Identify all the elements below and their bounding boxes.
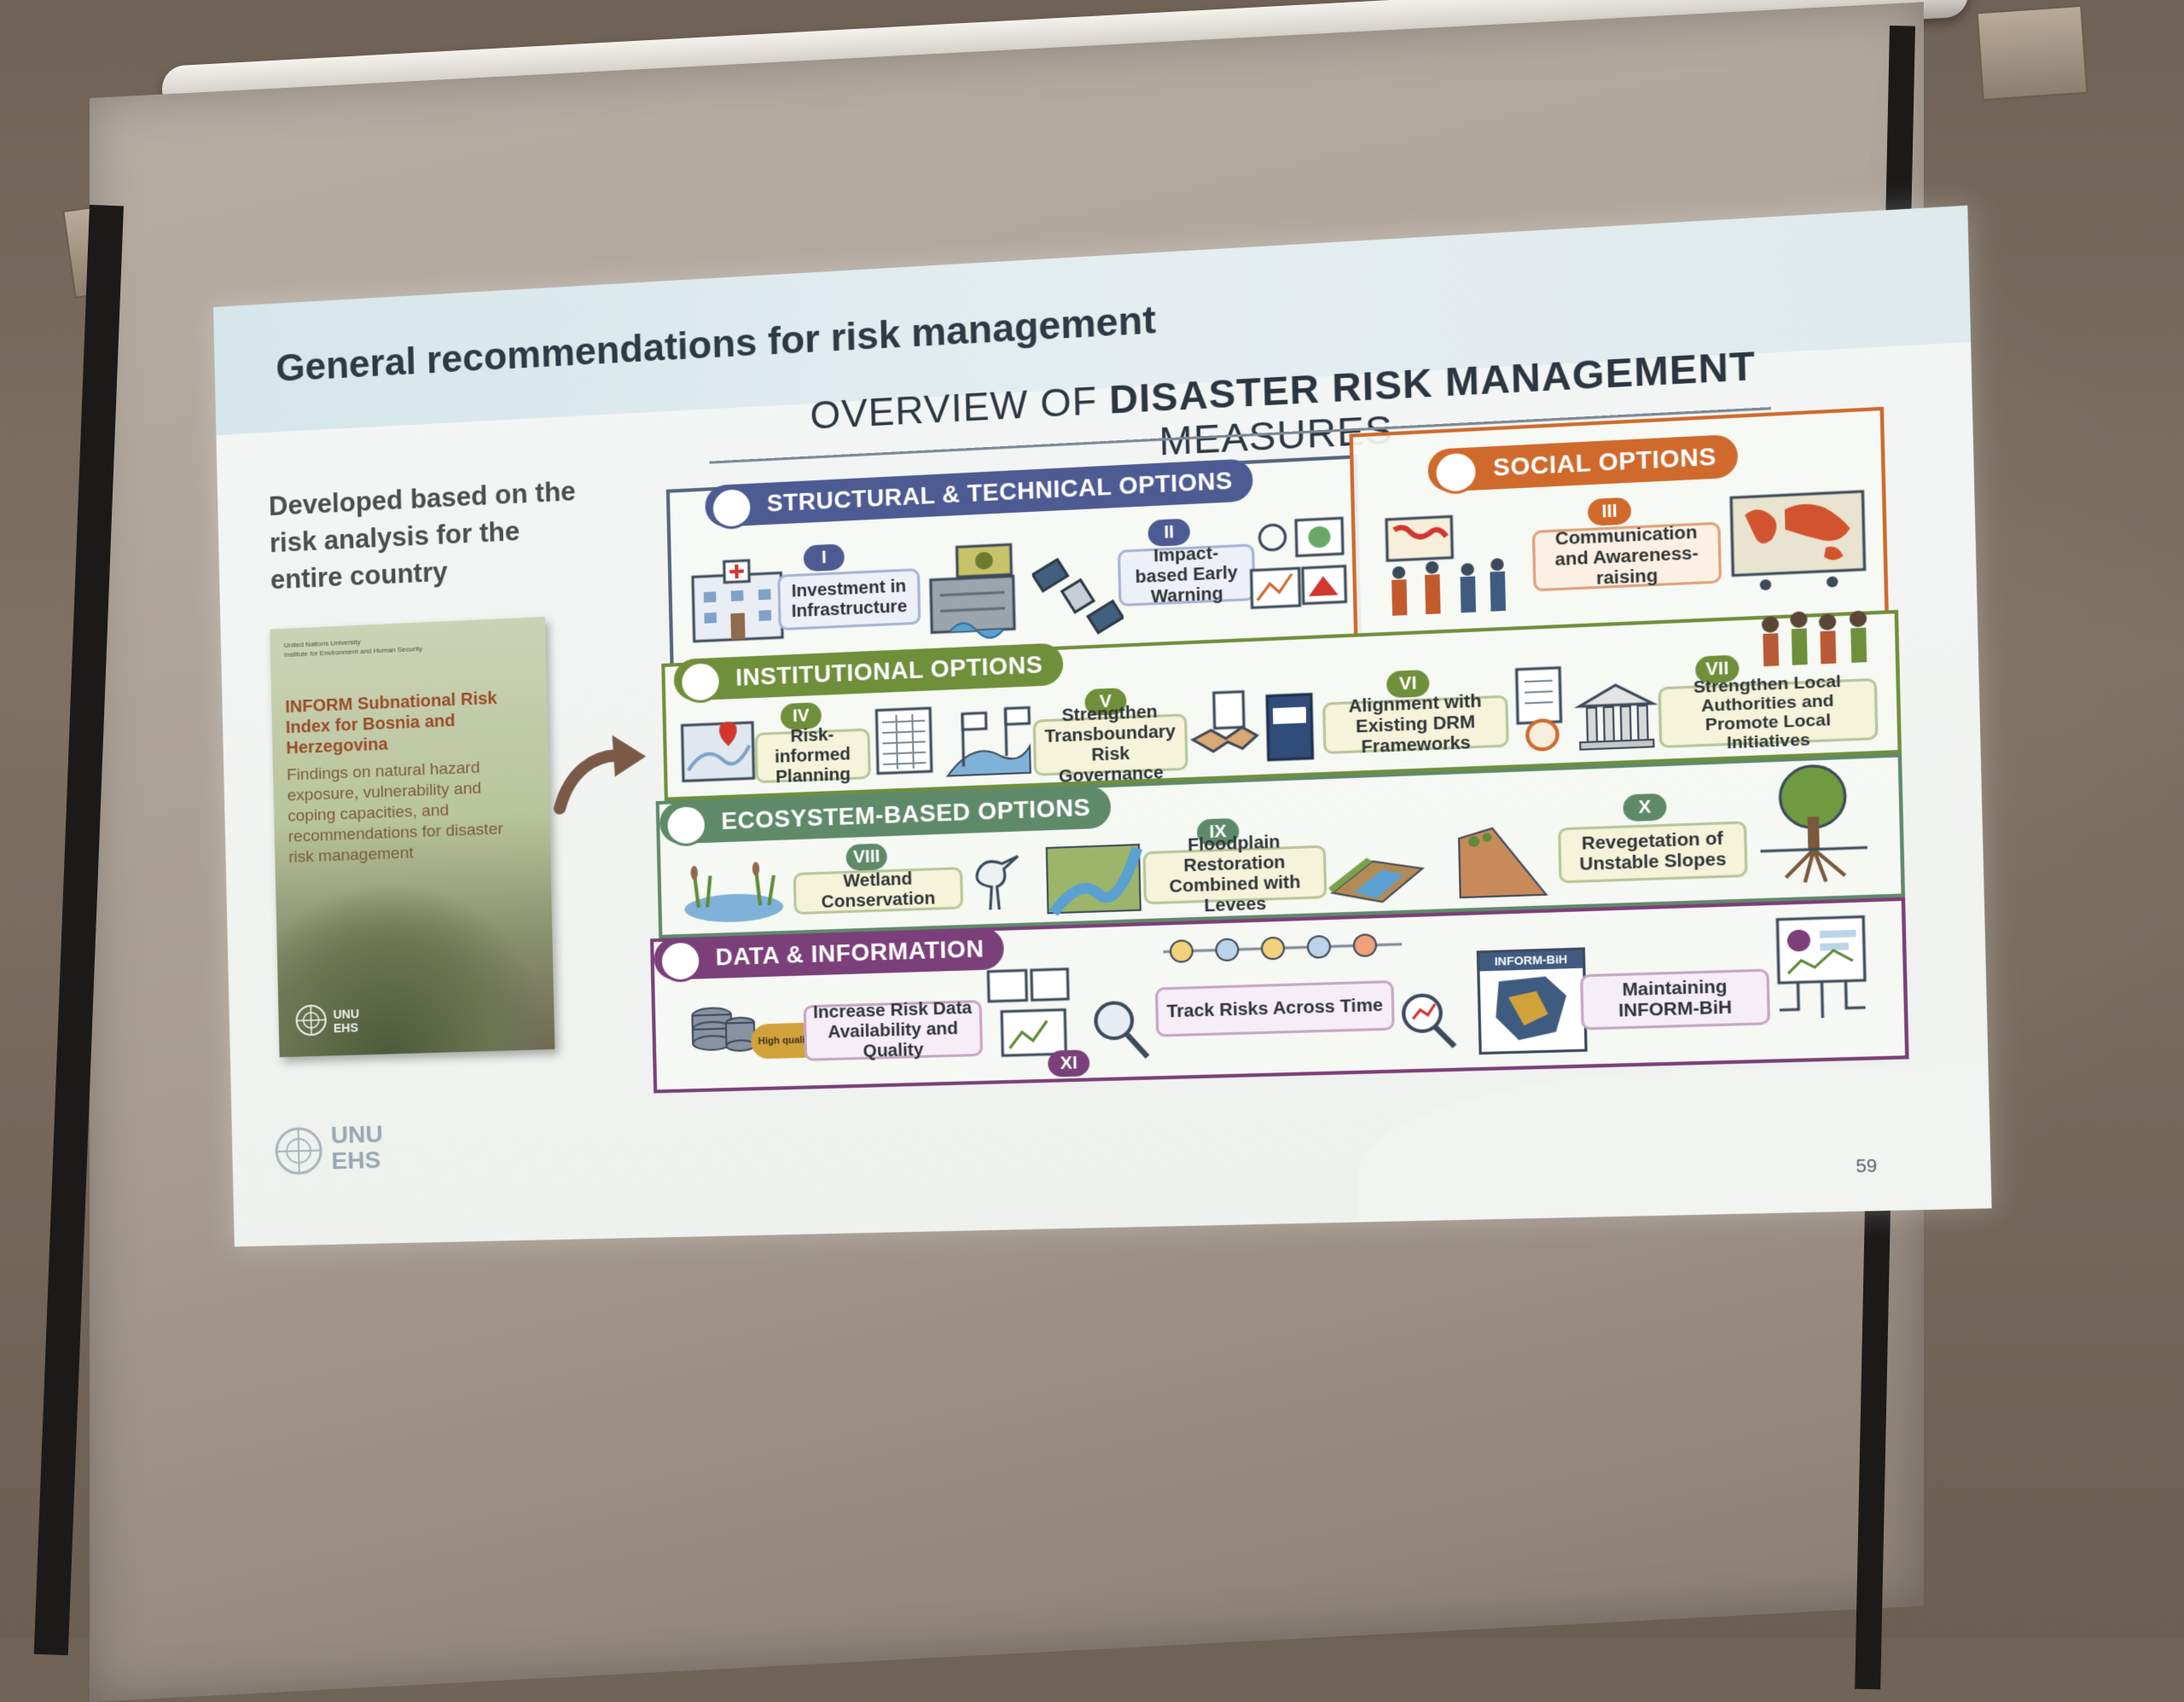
measure-box: Maintaining INFORM-BiH [1580, 968, 1770, 1030]
un-emblem-icon [293, 1002, 328, 1037]
measure-box: Risk-informed Planning [754, 729, 870, 784]
inform-bih-map-card: INFORM-BiH [1477, 947, 1588, 1054]
measure-box: Communication and Awareness-raising [1532, 522, 1722, 592]
institutional-label: INSTITUTIONAL OPTIONS [735, 652, 1043, 691]
slide-page-number: 59 [1856, 1156, 1878, 1177]
people-with-map-icon [1377, 508, 1519, 621]
social-label: SOCIAL OPTIONS [1493, 444, 1717, 482]
documents-seal-icon [1507, 664, 1575, 756]
heron-icon [962, 847, 1027, 920]
community-people-icon [1751, 601, 1885, 671]
world-map-icon [1725, 482, 1871, 607]
magnifier-icon [1088, 993, 1153, 1066]
slide-logo-text: UNU EHS [330, 1121, 383, 1174]
magnifier-chart-icon [1393, 969, 1460, 1052]
measure-box: Increase Risk Data Availability and Qual… [804, 1000, 984, 1061]
dashboard-circuit-icon [1768, 910, 1885, 1031]
government-building-icon [1573, 678, 1659, 753]
ecosystem-label: ECOSYSTEM-BASED OPTIONS [721, 794, 1090, 834]
report-org: United Nations University Institute for … [284, 630, 534, 659]
handshake-icon [1187, 688, 1262, 762]
database-stack-icon [687, 996, 758, 1068]
item-number: XI [1048, 1049, 1089, 1077]
report-cover: United Nations University Institute for … [270, 617, 555, 1057]
dashboard-screens-icon [983, 963, 1075, 1063]
river-valley-icon [1043, 839, 1144, 917]
measure-box: Track Risks Across Time [1155, 980, 1395, 1037]
projected-slide: General recommendations for risk managem… [213, 206, 1992, 1247]
item-number: II [1147, 519, 1190, 547]
monitoring-screens-icon [1245, 513, 1350, 628]
measure-box: Alignment with Existing DRM Frameworks [1322, 695, 1509, 754]
item-number: VIII [845, 843, 887, 871]
measure-box: Investment in Infrastructure [777, 568, 921, 630]
drm-infographic: OVERVIEW OF DISASTER RISK MANAGEMENT MEA… [647, 336, 1932, 1168]
flags-river-icon [943, 702, 1034, 780]
sprout-icon [665, 804, 708, 847]
dam-icon [921, 540, 1031, 642]
factory-icon [710, 486, 753, 530]
levee-icon [1326, 833, 1429, 908]
checklist-sheet-icon [873, 705, 937, 777]
planning-map-icon [678, 715, 759, 787]
structural-band: STRUCTURAL & TECHNICAL OPTIONS I Investm… [666, 455, 1362, 666]
report-logo-text: UNU EHS [333, 1007, 359, 1035]
lecture-room-scene: General recommendations for risk managem… [0, 0, 2184, 1638]
measure-box: Wetland Conservation [793, 867, 964, 915]
satellite-icon [1031, 555, 1124, 639]
report-subtitle: Findings on natural hazard exposure, vul… [287, 756, 530, 868]
measure-box: Revegetation of Unstable Slopes [1558, 821, 1748, 883]
social-heading: SOCIAL OPTIONS [1427, 434, 1738, 492]
tree-roots-icon [1755, 758, 1873, 890]
timeline-pins-icon [1153, 926, 1411, 969]
right-wall-bracket [1977, 5, 2088, 101]
bih-map-icon [1480, 968, 1579, 1047]
measure-box: Impact-based Early Warning [1118, 543, 1256, 607]
wetland-icon [680, 861, 787, 926]
item-number: I [804, 543, 845, 572]
people-icon [1433, 450, 1479, 495]
database-icon [659, 939, 702, 982]
eroded-slope-icon [1455, 817, 1550, 901]
hospital-icon [683, 555, 791, 648]
item-number: III [1588, 497, 1631, 526]
curved-arrow-icon [551, 725, 649, 816]
social-band: SOCIAL OPTIONS III Communication and Awa… [1350, 407, 1889, 637]
data-label: DATA & INFORMATION [715, 936, 984, 971]
drm-binder-icon [1261, 687, 1327, 768]
slide-left-text: Developed based on the risk analysis for… [269, 472, 599, 599]
measure-box: Strengthen Transboundary Risk Governance [1033, 713, 1188, 775]
measure-box: Floodplain Restoration Combined with Lev… [1142, 845, 1327, 905]
measure-box: Strengthen Local Authorities and Promote… [1658, 678, 1878, 748]
report-title: INFORM Subnational Risk Index for Bosnia… [285, 687, 527, 758]
un-emblem-icon [272, 1124, 324, 1177]
institution-icon [679, 660, 723, 704]
item-number: X [1623, 793, 1667, 822]
